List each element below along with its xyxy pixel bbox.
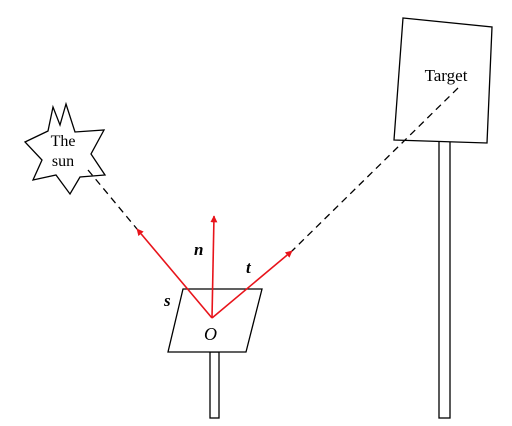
target-label: Target (425, 66, 468, 85)
vector-s-arrow (136, 228, 213, 319)
sun-label-line1: The (51, 133, 76, 150)
vector-n-arrow (210, 215, 218, 319)
sun-label-line2: sun (52, 153, 74, 170)
vector-t-label: t (246, 258, 252, 277)
sun-star-shape (23, 101, 107, 196)
target-post (438, 139, 451, 419)
vector-n-label: n (194, 240, 203, 259)
sun-ray-dashed-line (87, 169, 138, 230)
sun: The sun (23, 101, 107, 196)
vector-s-label: s (163, 291, 171, 310)
mirror (167, 288, 263, 419)
origin-label: O (204, 324, 217, 344)
target: Target (393, 17, 493, 419)
target-board (393, 17, 493, 144)
target-ray-dashed-line (291, 87, 459, 252)
vector-t-arrow (211, 250, 293, 319)
mirror-post (209, 351, 220, 419)
vectors (136, 215, 293, 319)
mirror-panel (167, 288, 263, 353)
